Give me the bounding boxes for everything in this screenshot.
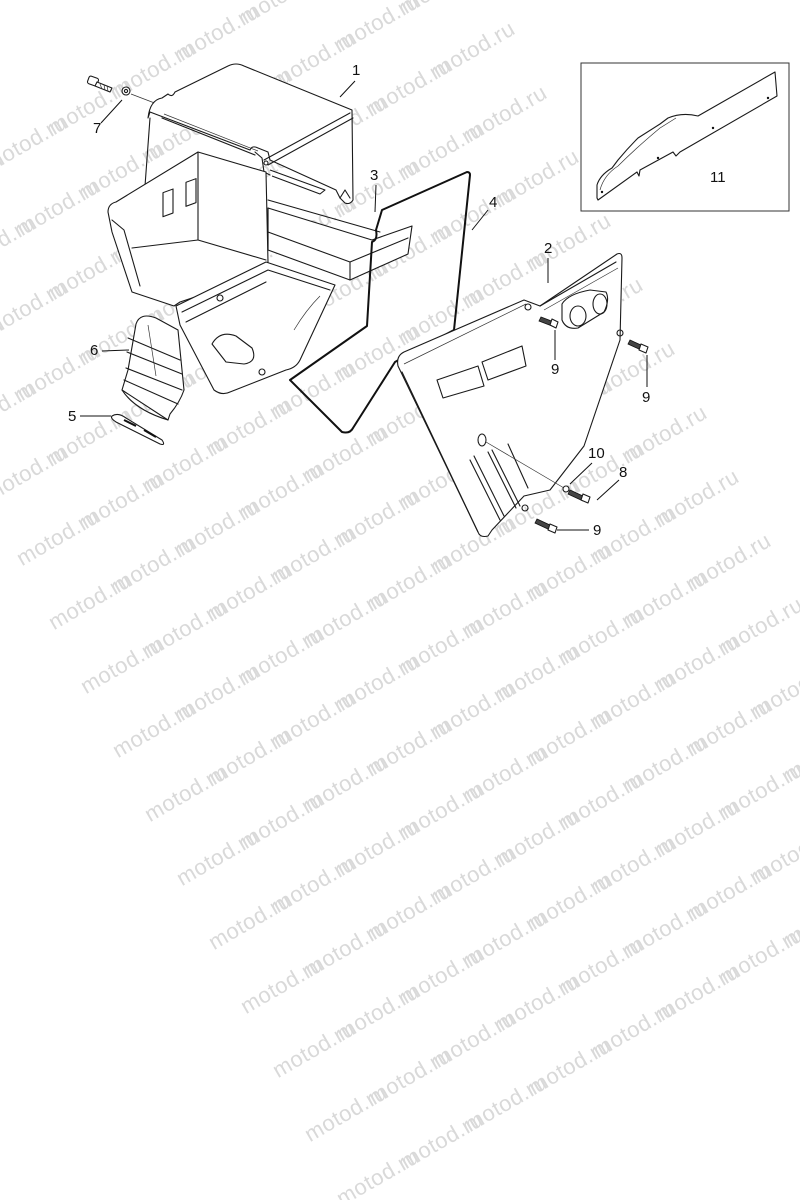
- washer-part-10: [562, 485, 570, 493]
- watermark-text: motod.ru: [428, 840, 520, 908]
- watermark-text: motod.ru: [428, 1005, 520, 1073]
- watermark-text: motod.ru: [684, 857, 776, 925]
- watermark-text: motod.ru: [332, 648, 424, 716]
- watermark-text: motod.ru: [524, 867, 616, 935]
- watermark-text: motod.ru: [172, 658, 264, 726]
- callout-8: 8: [619, 464, 628, 481]
- watermark-text: motod.ru: [332, 978, 424, 1046]
- watermark-text: motod.ru: [140, 594, 232, 662]
- callout-7: 7: [93, 120, 102, 137]
- watermark-text: motod.ru: [652, 628, 744, 696]
- watermark-text: motod.ru: [396, 941, 488, 1009]
- washer-part-7: [121, 86, 166, 108]
- watermark-text: motod.ru: [524, 702, 616, 770]
- watermark-text: motod.ru: [172, 823, 264, 891]
- watermark-text: motod.ru: [716, 591, 800, 659]
- watermark-text: motod.ru: [236, 951, 328, 1019]
- watermark-text: motod.ru: [588, 995, 680, 1063]
- watermark-text: motod.ru: [364, 1042, 456, 1110]
- watermark-text: motod.ru: [300, 914, 392, 982]
- intake-sleeve-part-6: [121, 315, 185, 421]
- watermark-text: motod.ru: [108, 695, 200, 763]
- callout-2: 2: [544, 240, 553, 257]
- watermark-text: motod.ru: [652, 958, 744, 1026]
- parts-diagram: [80, 62, 790, 538]
- watermark-text: motod.ru: [620, 894, 712, 962]
- watermark-text: motod.ru: [300, 1079, 392, 1147]
- watermark-text: motod.ru: [364, 712, 456, 780]
- callout-9-upper: 9: [551, 361, 560, 378]
- watermark-text: motod.ru: [396, 776, 488, 844]
- screw-part-9-upper: [538, 316, 559, 329]
- watermark-text: motod.ru: [364, 877, 456, 945]
- watermark-text: motod.ru: [716, 756, 800, 824]
- watermark-text: motod.ru: [140, 759, 232, 827]
- side-cover-part-2: [397, 252, 624, 538]
- watermark-text: motod.ru: [268, 685, 360, 753]
- watermark-text: motod.ru: [396, 611, 488, 679]
- watermark-text: motod.ru: [76, 631, 168, 699]
- watermark-text: motod.ru: [396, 1106, 488, 1174]
- watermark-text: motod.ru: [556, 601, 648, 669]
- screw-part-9-right: [627, 339, 649, 354]
- callout-1: 1: [352, 62, 361, 79]
- watermark-text: motod.ru: [236, 621, 328, 689]
- watermark-text: motod.ru: [300, 749, 392, 817]
- gasket-part-4: [289, 171, 471, 434]
- watermark-text: motod.ru: [780, 719, 800, 787]
- watermark-text: motod.ru: [492, 803, 584, 871]
- airbox-upper-cover-part-1: [144, 63, 354, 205]
- watermark-text: motod.ru: [748, 820, 800, 888]
- bolt-part-7: [86, 75, 113, 93]
- callout-9-lower: 9: [593, 522, 602, 539]
- watermark-text: motod.ru: [492, 968, 584, 1036]
- watermark-text: motod.ru: [204, 887, 296, 955]
- watermark-text: motod.ru: [588, 665, 680, 733]
- watermark-text: motod.ru: [268, 850, 360, 918]
- watermark-text: motod.ru: [492, 638, 584, 706]
- watermark-text: motod.ru: [236, 786, 328, 854]
- screw-part-8: [567, 489, 591, 504]
- watermark-text: motod.ru: [780, 884, 800, 952]
- watermark-text: motod.ru: [524, 1032, 616, 1100]
- watermark-text: motod.ru: [268, 1015, 360, 1083]
- callout-4: 4: [489, 194, 498, 211]
- callout-5: 5: [68, 408, 77, 425]
- watermark-text: motod.ru: [556, 931, 648, 999]
- watermark-text: motod.ru: [716, 921, 800, 989]
- watermark-text: motod.ru: [620, 729, 712, 797]
- filter-element-part-3: [267, 199, 413, 281]
- watermark-text: motod.ru: [556, 766, 648, 834]
- callout-6: 6: [90, 342, 99, 359]
- screw-part-9-lower: [534, 518, 558, 534]
- watermark-text: motod.ru: [332, 813, 424, 881]
- watermark-text: motod.ru: [460, 1069, 552, 1137]
- watermark-text: motod.ru: [460, 739, 552, 807]
- watermark-text: motod.ru: [748, 655, 800, 723]
- airbox-lower-body: [107, 151, 336, 395]
- watermark-text: motod.ru: [588, 830, 680, 898]
- callout-10: 10: [588, 445, 605, 462]
- watermark-text: motod.ru: [684, 692, 776, 760]
- watermark-text: motod.ru: [428, 675, 520, 743]
- watermark-text: motod.ru: [332, 1143, 424, 1200]
- watermark-text: motod.ru: [460, 904, 552, 972]
- watermark-text: motod.ru: [652, 793, 744, 861]
- callout-11: 11: [710, 169, 726, 186]
- callout-3: 3: [370, 167, 379, 184]
- watermark-text: motod.ru: [204, 722, 296, 790]
- callout-9-right: 9: [642, 389, 651, 406]
- hose-clamp-part-5: [110, 413, 165, 446]
- seal-strip-part-11: [596, 71, 778, 201]
- inset-box: [580, 62, 790, 212]
